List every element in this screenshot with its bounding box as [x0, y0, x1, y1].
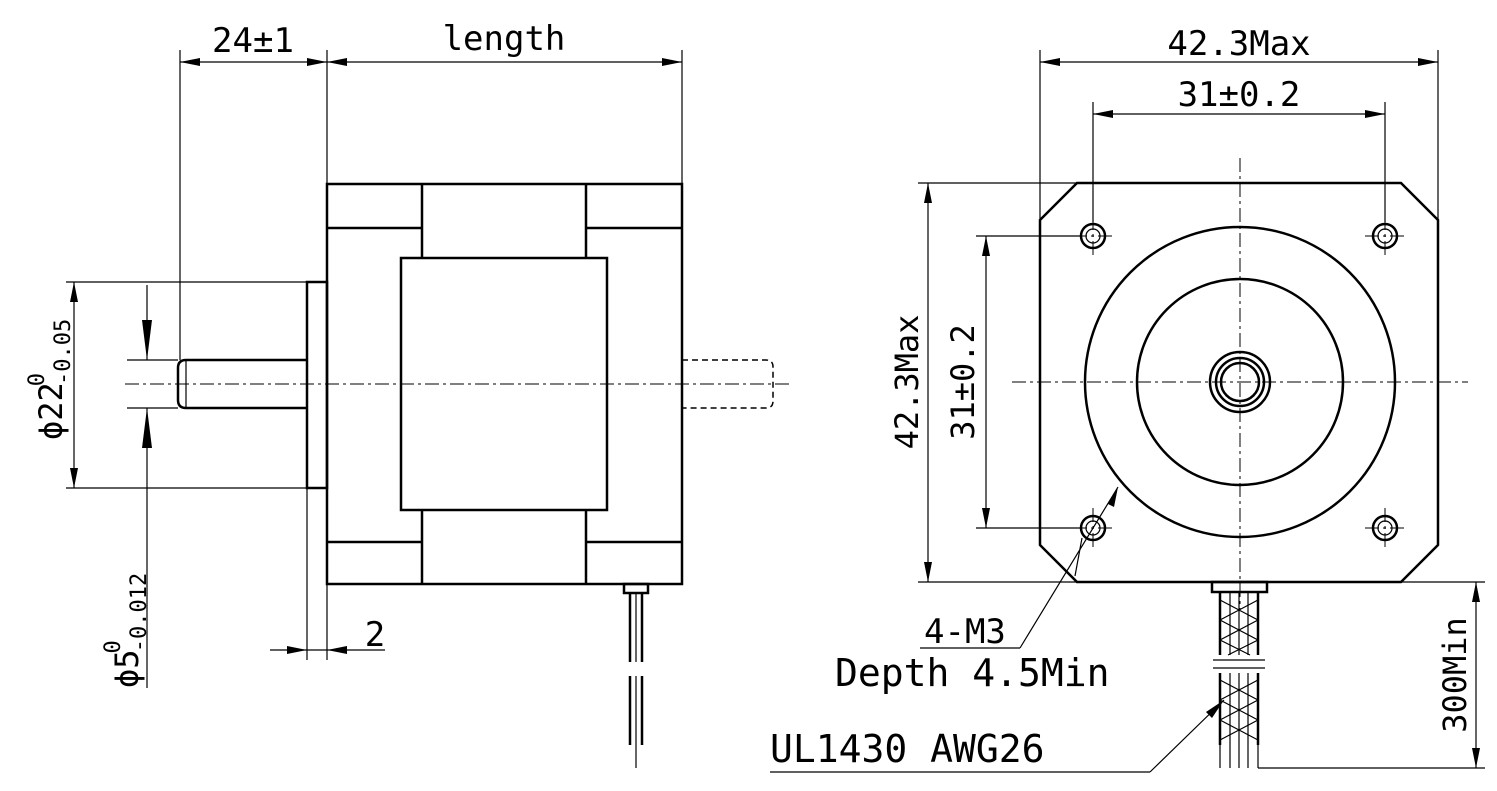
wire-bundle — [1210, 580, 1269, 768]
depth-label: Depth 4.5Min — [835, 651, 1110, 695]
side-view: 24±1 length ϕ220-0.05 ϕ50-0.012 2 — [25, 19, 790, 768]
wire-spec-label: UL1430 AWG26 — [770, 727, 1045, 771]
hole-spacing-h-label: 31±0.2 — [1178, 75, 1301, 115]
width-max-label: 42.3Max — [1167, 24, 1310, 64]
shaft-length-label: 24±1 — [212, 21, 294, 61]
body-length-label: length — [443, 19, 566, 59]
flange-thickness-label: 2 — [365, 615, 385, 655]
thread-label: 4-M3 — [924, 612, 1006, 652]
front-view: 42.3Max 31±0.2 42.3Max 31±0.2 4-M3 Depth… — [770, 24, 1485, 773]
mounting-holes — [1073, 216, 1405, 548]
hole-spacing-v-label: 31±0.2 — [944, 324, 982, 440]
shaft-diameter-label: ϕ50-0.012 — [101, 573, 152, 688]
wire-length-label: 300Min — [1436, 617, 1474, 733]
flange-diameter-label: ϕ220-0.05 — [25, 319, 76, 440]
height-max-label: 42.3Max — [888, 315, 926, 450]
